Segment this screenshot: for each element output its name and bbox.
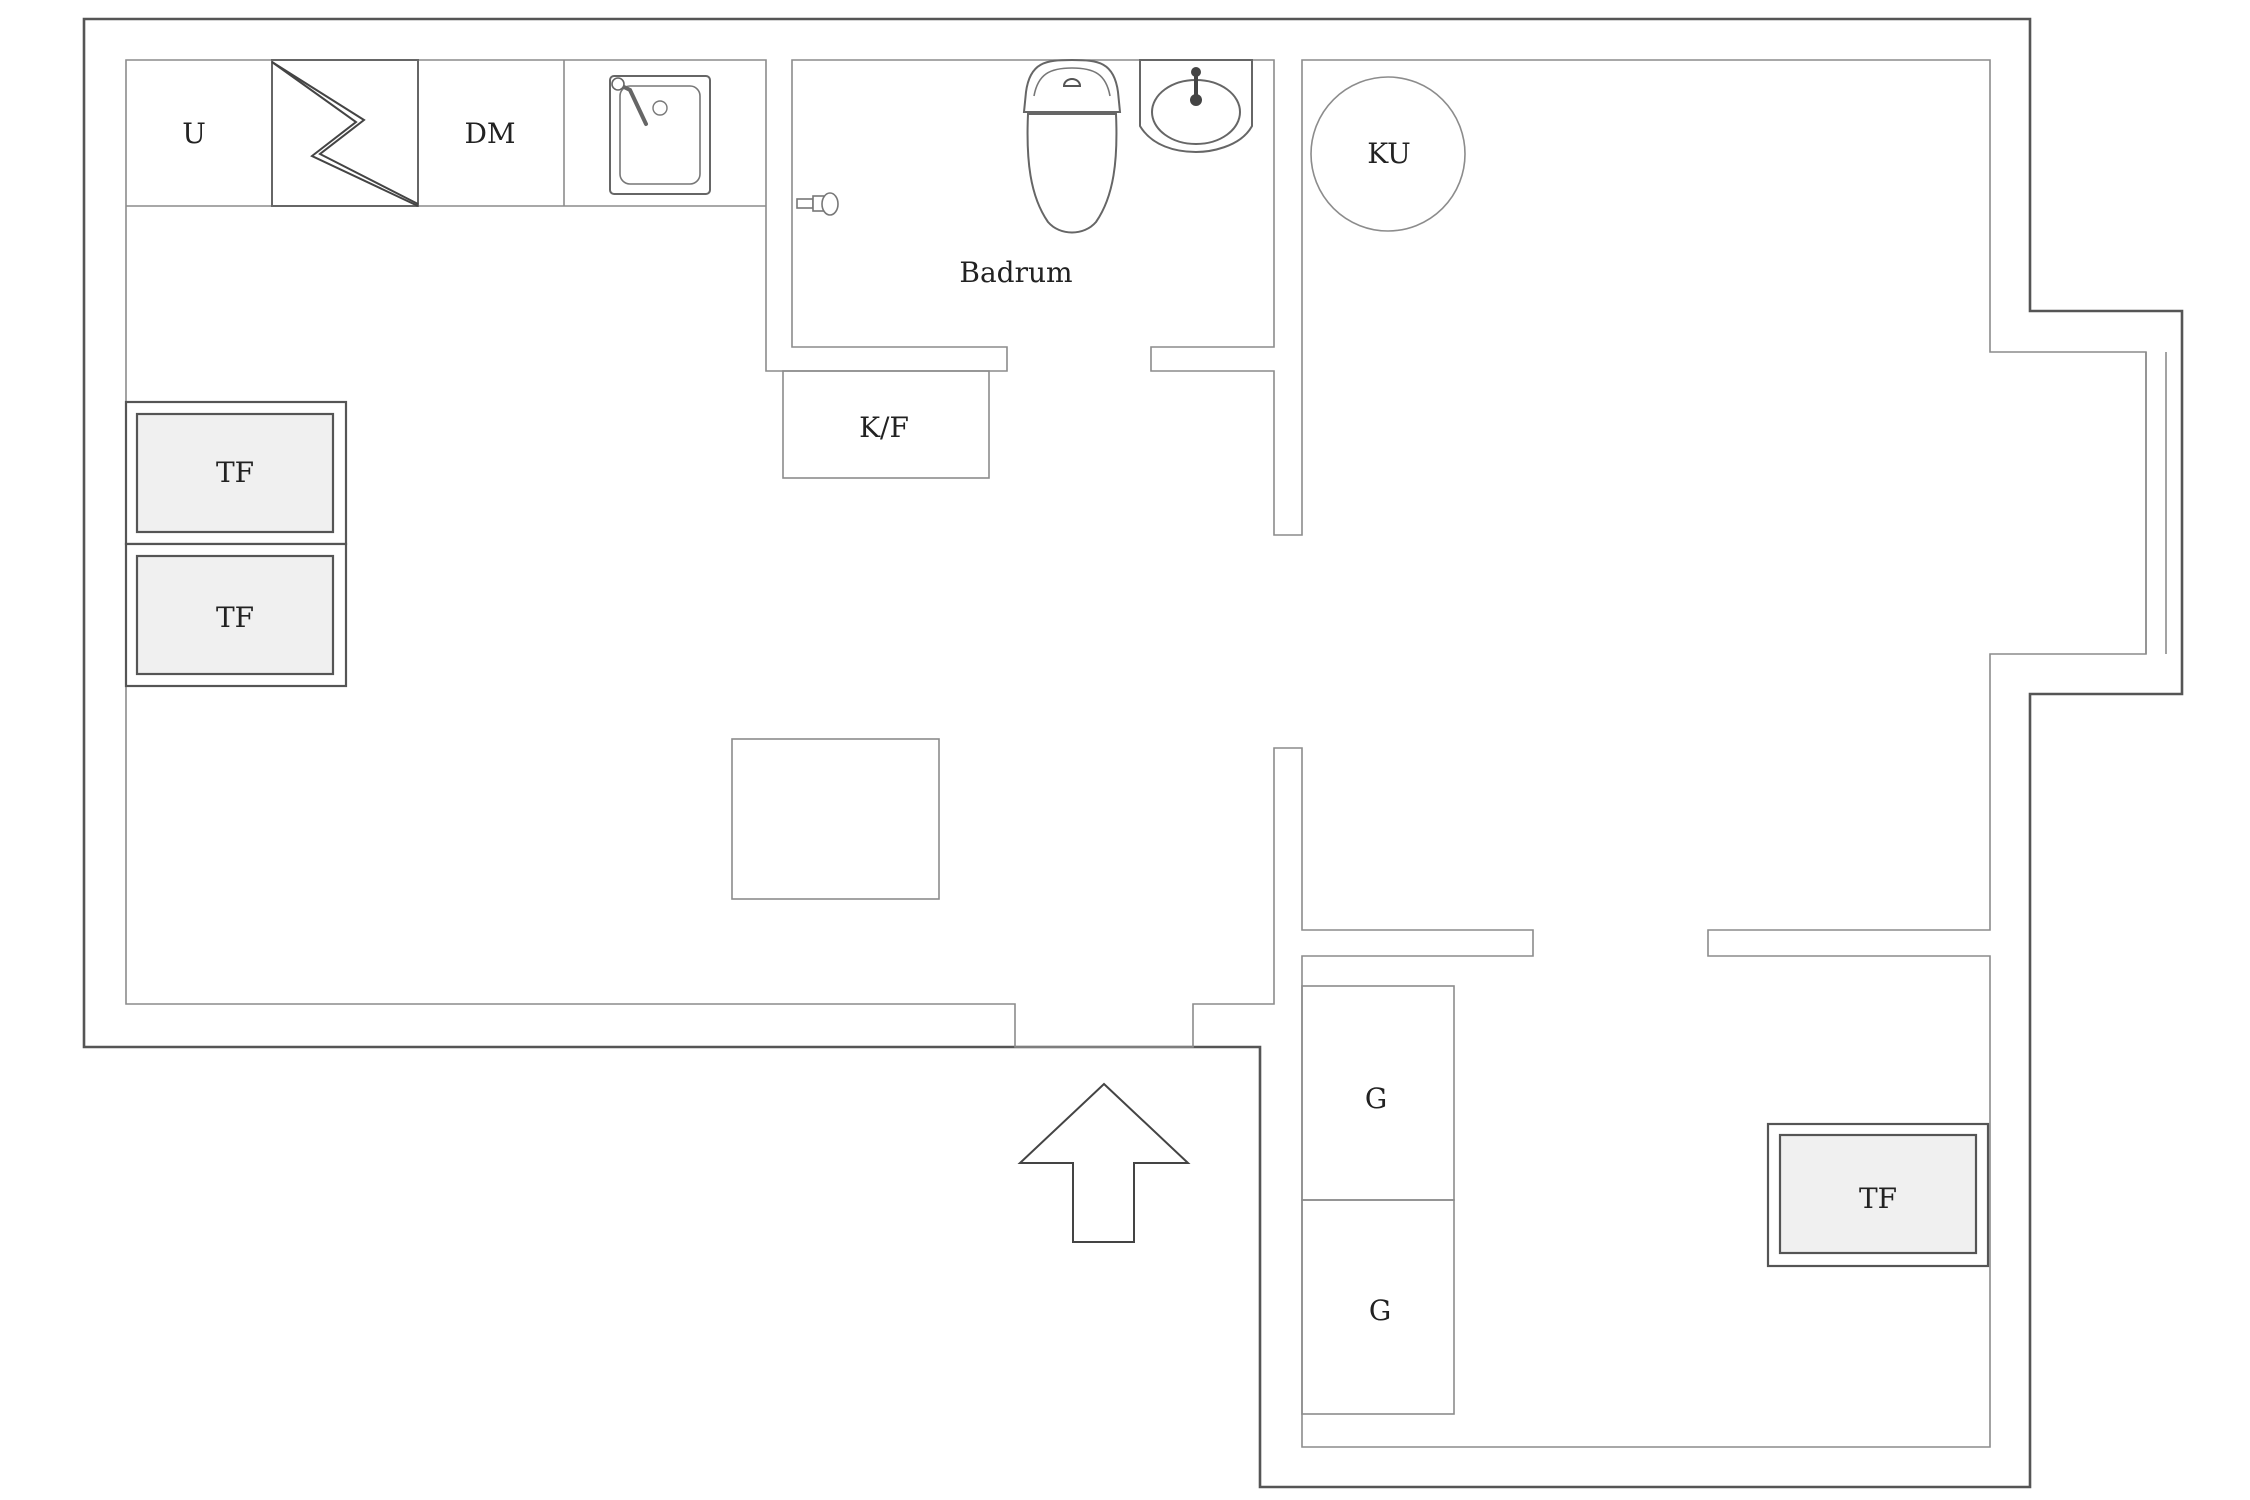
sink-icon	[609, 75, 711, 195]
washbasin-icon	[1139, 59, 1253, 154]
label-dm: DM	[464, 117, 515, 150]
label-g-1: G	[1365, 1082, 1387, 1115]
fridge-unit: U	[182, 117, 206, 150]
label-badrum: Badrum	[959, 256, 1072, 289]
tf-unit-left-2: TF	[124, 542, 348, 688]
toilet-icon	[1022, 58, 1122, 234]
label-tf-right: TF	[1859, 1182, 1897, 1215]
table	[731, 738, 940, 900]
label-u: U	[182, 117, 206, 150]
g-cabinet-1: G	[1301, 985, 1455, 1201]
fridge-freezer-cabinet	[782, 370, 990, 479]
label-ku: KU	[1367, 137, 1411, 170]
label-tf-left-2: TF	[216, 601, 254, 634]
outer-wall	[82, 17, 2184, 1489]
tf-unit-left-1: TF	[124, 400, 348, 546]
stove-icon	[271, 59, 419, 207]
inner-wall-outline	[125, 59, 2147, 1448]
label-g-2: G	[1369, 1294, 1391, 1327]
g-cabinet-2: G	[1301, 1199, 1455, 1415]
entrance-arrow-icon	[1017, 1082, 1191, 1243]
tap-icon	[796, 192, 839, 216]
ku-circle	[1310, 76, 1466, 232]
tf-unit-right: TF	[1766, 1122, 1990, 1268]
label-kf: K/F	[859, 411, 909, 444]
label-tf-left-1: TF	[216, 456, 254, 489]
